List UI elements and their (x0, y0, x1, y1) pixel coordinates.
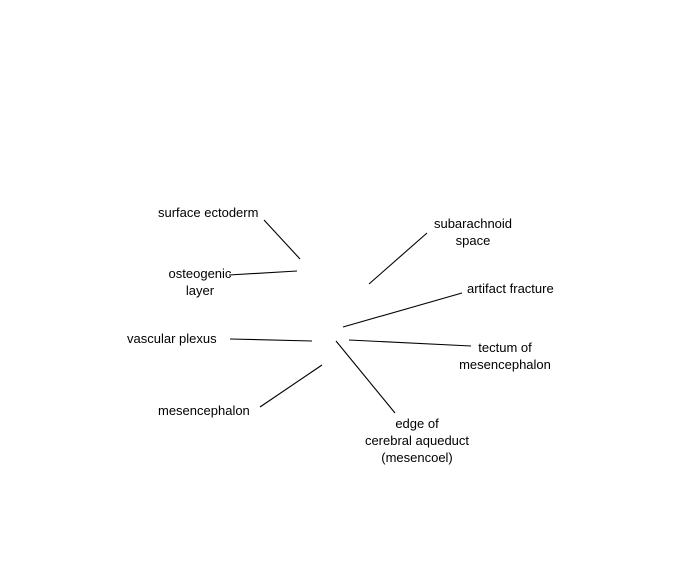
leader-artifact-fracture (342, 292, 463, 328)
label-subarachnoid-space-line-1: subarachnoid (433, 216, 513, 231)
label-osteogenic-layer-line-2: layer (185, 283, 215, 298)
label-tectum-of-mesencephalon-line-1: tectum of (478, 340, 532, 355)
leader-vascular-plexus (229, 338, 313, 342)
label-vascular-plexus: vascular plexus (127, 330, 217, 347)
label-subarachnoid-space: subarachnoid space (418, 215, 528, 249)
label-mesencephalon: mesencephalon (158, 402, 250, 419)
label-artifact-fracture-text: artifact fracture (467, 281, 554, 296)
label-edge-of-cerebral-aqueduct-line-2: cerebral aqueduct (364, 433, 470, 448)
leader-edge-of-cerebral-aqueduct (335, 340, 396, 414)
label-surface-ectoderm: surface ectoderm (158, 204, 258, 221)
label-edge-of-cerebral-aqueduct-line-3: (mesencoel) (381, 450, 453, 465)
label-osteogenic-layer-line-1: osteogenic (168, 266, 232, 281)
leader-mesencephalon (259, 364, 323, 408)
leader-tectum-of-mesencephalon (348, 339, 472, 347)
label-tectum-of-mesencephalon: tectum of mesencephalon (445, 339, 565, 373)
label-osteogenic-layer: osteogenic layer (150, 265, 250, 299)
label-surface-ectoderm-text: surface ectoderm (158, 205, 259, 220)
label-edge-of-cerebral-aqueduct: edge of cerebral aqueduct (mesencoel) (348, 415, 486, 466)
label-subarachnoid-space-line-2: space (455, 233, 491, 248)
leader-subarachnoid-space (368, 232, 428, 285)
label-artifact-fracture: artifact fracture (467, 280, 554, 297)
leader-osteogenic-layer (228, 270, 298, 276)
leader-surface-ectoderm (263, 219, 301, 260)
label-tectum-of-mesencephalon-line-2: mesencephalon (459, 357, 551, 372)
label-vascular-plexus-text: vascular plexus (127, 331, 217, 346)
label-edge-of-cerebral-aqueduct-line-1: edge of (395, 416, 439, 431)
label-mesencephalon-text: mesencephalon (158, 403, 250, 418)
